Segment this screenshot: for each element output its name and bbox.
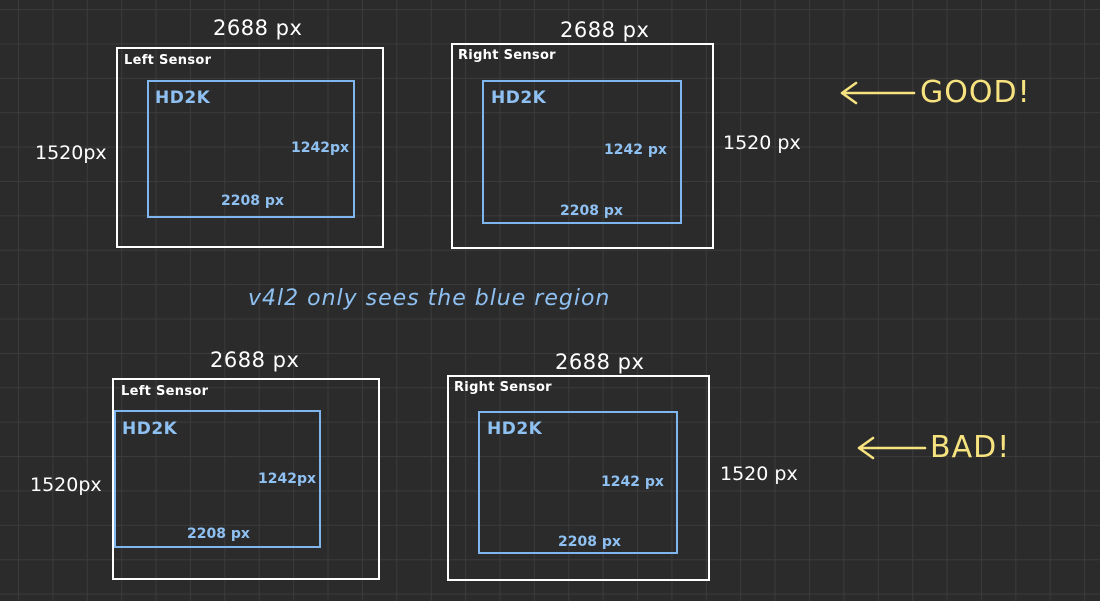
- bottom-left-sensor-width-label: 2688 px: [210, 348, 300, 372]
- bottom-left-sensor-frame: Left Sensor HD2K 1242px 2208 px: [112, 378, 380, 580]
- bottom-left-roi-width-label: 2208 px: [187, 526, 250, 542]
- top-left-sensor-height-label: 1520px: [35, 142, 107, 164]
- top-right-sensor-height-label: 1520 px: [723, 132, 801, 154]
- top-right-roi-width-label: 2208 px: [560, 203, 623, 219]
- bottom-right-sensor-width-label: 2688 px: [555, 350, 645, 374]
- top-right-roi-frame: HD2K 1242 px 2208 px: [482, 80, 682, 224]
- top-left-sensor-frame: Left Sensor HD2K 1242px 2208 px: [116, 47, 384, 248]
- top-left-roi-width-label: 2208 px: [221, 193, 284, 209]
- top-right-roi-height-label: 1242 px: [604, 142, 667, 158]
- top-right-sensor-width-label: 2688 px: [560, 18, 650, 42]
- bottom-left-roi-frame: HD2K 1242px 2208 px: [114, 410, 321, 548]
- top-left-roi-height-label: 1242px: [291, 140, 350, 156]
- top-right-sensor-title: Right Sensor: [458, 48, 556, 63]
- top-right-sensor-frame: Right Sensor HD2K 1242 px 2208 px: [451, 43, 714, 249]
- bottom-right-sensor-title: Right Sensor: [454, 380, 552, 395]
- bottom-left-roi-title: HD2K: [122, 419, 178, 439]
- bottom-right-roi-frame: HD2K 1242 px 2208 px: [478, 411, 678, 554]
- top-verdict-arrow-icon: [840, 81, 916, 105]
- bottom-verdict-label: BAD!: [930, 430, 1011, 465]
- bottom-left-sensor-height-label: 1520px: [30, 474, 102, 496]
- top-left-sensor-title: Left Sensor: [124, 53, 212, 68]
- top-right-roi-title: HD2K: [491, 88, 547, 108]
- bottom-right-roi-title: HD2K: [487, 419, 543, 439]
- bottom-right-roi-width-label: 2208 px: [558, 534, 621, 550]
- top-verdict-label: GOOD!: [920, 75, 1031, 110]
- bottom-right-sensor-height-label: 1520 px: [720, 463, 798, 485]
- top-left-roi-frame: HD2K 1242px 2208 px: [147, 80, 355, 218]
- top-left-sensor-width-label: 2688 px: [213, 16, 303, 40]
- top-left-roi-title: HD2K: [155, 88, 211, 108]
- bottom-verdict-arrow-icon: [857, 436, 927, 460]
- bottom-right-sensor-frame: Right Sensor HD2K 1242 px 2208 px: [447, 375, 710, 581]
- bottom-left-sensor-title: Left Sensor: [121, 384, 209, 399]
- v4l2-note: v4l2 only sees the blue region: [248, 286, 611, 311]
- bottom-right-roi-height-label: 1242 px: [601, 474, 664, 490]
- bottom-left-roi-height-label: 1242px: [258, 471, 317, 487]
